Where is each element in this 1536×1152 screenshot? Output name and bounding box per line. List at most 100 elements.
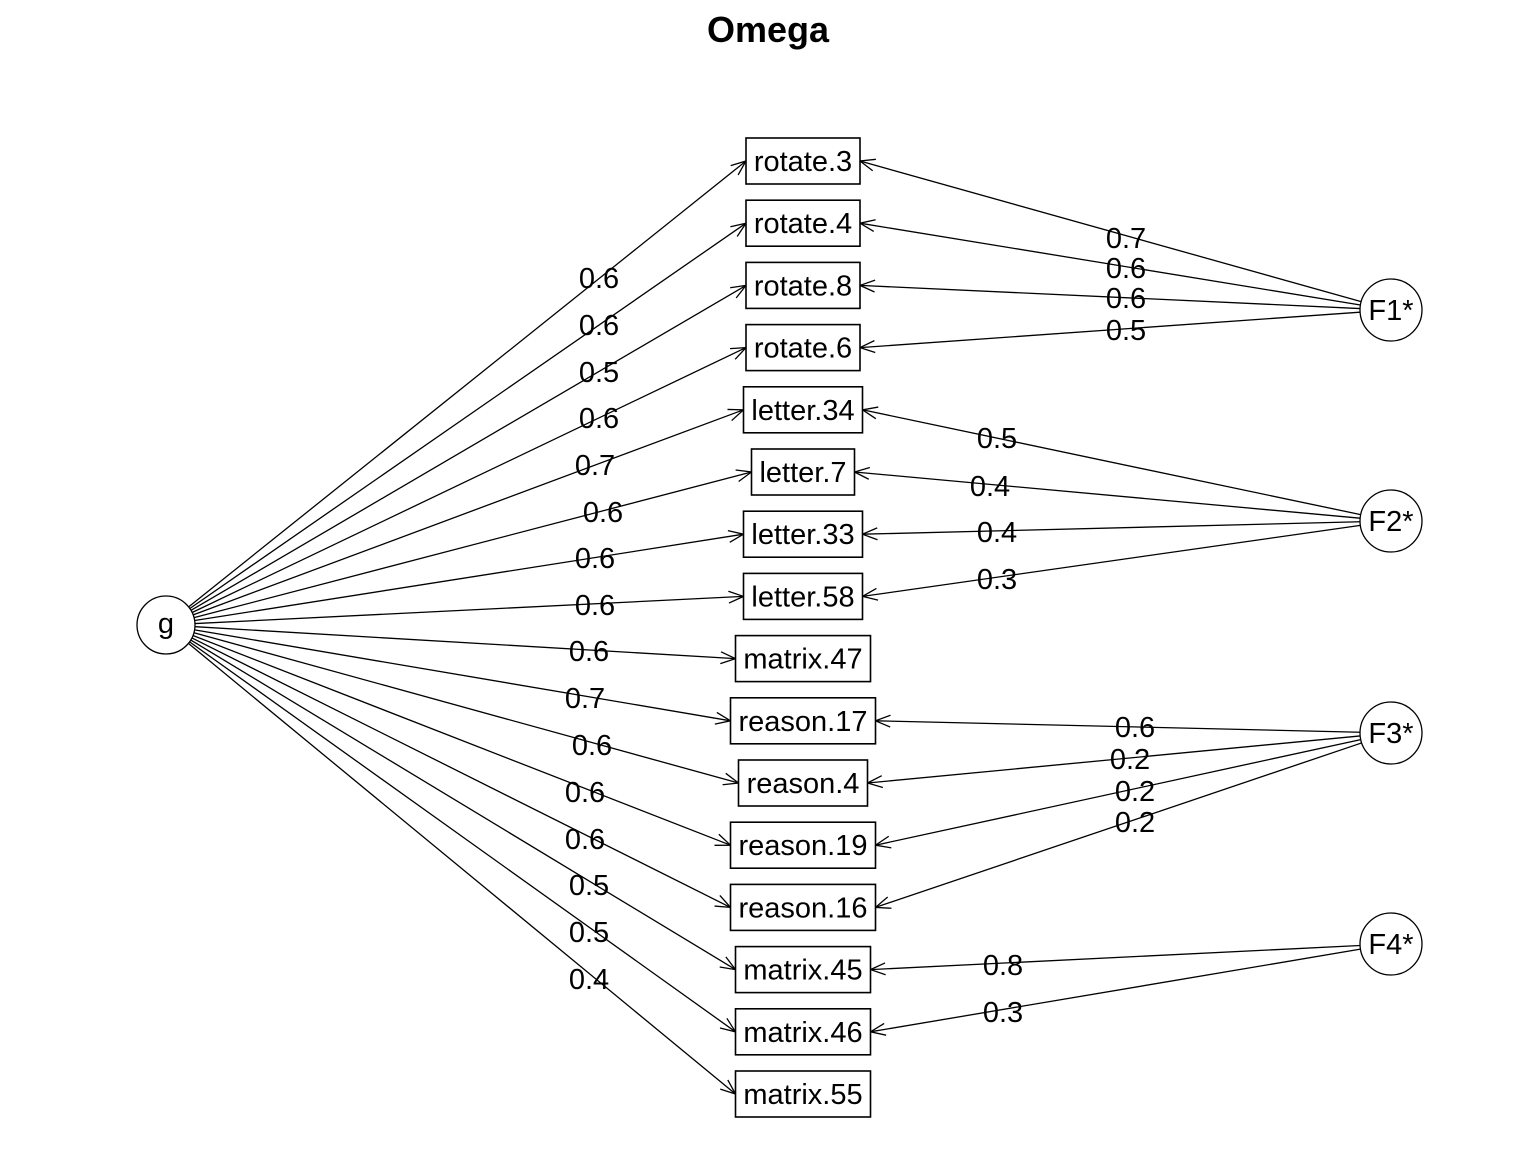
item-label: rotate.3	[754, 146, 852, 178]
item-node-matrix-46: matrix.46	[734, 1007, 872, 1056]
edge-f3-reason-19	[875, 738, 1361, 846]
factor-label: F1*	[1368, 295, 1413, 327]
item-label: reason.17	[739, 706, 868, 738]
factor-loading-label: 0.2	[1115, 807, 1155, 839]
edge-g-letter-33	[194, 533, 744, 622]
item-label: rotate.6	[754, 333, 852, 365]
item-box	[745, 199, 861, 247]
edge-f1-rotate-8	[859, 284, 1361, 310]
item-box	[734, 634, 872, 683]
item-box	[729, 696, 877, 745]
item-label: reason.16	[739, 892, 868, 924]
factor-node-f2: F2*	[1359, 489, 1423, 553]
g-loading-label: 0.6	[575, 543, 615, 575]
factor-loading-label: 0.6	[1106, 253, 1146, 285]
factor-loading-label: 0.2	[1110, 744, 1150, 776]
factor-circle	[1359, 701, 1423, 765]
item-label: rotate.8	[754, 270, 852, 302]
g-loading-label: 0.5	[579, 357, 619, 389]
edge-g-rotate-4	[189, 222, 747, 610]
item-node-letter-58: letter.58	[742, 572, 864, 621]
factor-loading-label: 0.4	[977, 517, 1017, 549]
general-factor-label: g	[158, 608, 174, 640]
item-box	[734, 1007, 872, 1056]
general-factor-circle	[136, 595, 196, 655]
item-label: reason.4	[747, 768, 860, 800]
edge-f3-reason-17	[875, 720, 1361, 733]
factor-label: F2*	[1368, 506, 1413, 538]
edge-f4-matrix-46	[870, 948, 1361, 1033]
edge-g-letter-58	[194, 595, 744, 625]
g-loading-label: 0.6	[579, 310, 619, 342]
item-box	[742, 572, 864, 621]
item-node-reason-4: reason.4	[737, 759, 869, 807]
factor-node-f3: F3*	[1359, 701, 1423, 765]
edge-g-rotate-3	[188, 160, 747, 608]
factor-loading-label: 0.3	[983, 997, 1023, 1029]
g-loading-label: 0.6	[575, 590, 615, 622]
general-factor-node: g	[136, 595, 196, 655]
item-label: matrix.47	[743, 644, 862, 676]
item-node-rotate-4: rotate.4	[745, 199, 861, 247]
factor-loading-label: 0.6	[1115, 712, 1155, 744]
item-label: matrix.46	[743, 1017, 862, 1049]
edge-f2-letter-34	[862, 409, 1361, 516]
factor-loading-label: 0.5	[977, 423, 1017, 455]
factor-loading-label: 0.2	[1115, 776, 1155, 808]
item-node-rotate-8: rotate.8	[745, 261, 861, 310]
item-node-reason-17: reason.17	[729, 696, 877, 745]
edge-f2-letter-7	[854, 471, 1361, 519]
factor-loading-label: 0.6	[1106, 283, 1146, 315]
factor-loading-label: 0.7	[1106, 223, 1146, 255]
g-loading-label: 0.6	[579, 403, 619, 435]
item-node-letter-34: letter.34	[742, 385, 864, 434]
factor-circle	[1359, 489, 1423, 553]
g-loading-label: 0.6	[565, 777, 605, 809]
item-label: reason.19	[739, 830, 868, 862]
edge-f2-letter-33	[862, 521, 1361, 535]
item-node-letter-33: letter.33	[742, 510, 864, 559]
edge-g-reason-19	[192, 634, 731, 846]
item-node-reason-19: reason.19	[729, 821, 877, 870]
g-loading-label: 0.6	[572, 730, 612, 762]
item-label: matrix.45	[743, 955, 862, 987]
factor-label: F3*	[1368, 718, 1413, 750]
factor-circle	[1359, 912, 1423, 976]
factor-loading-label: 0.5	[1106, 315, 1146, 347]
g-loading-label: 0.6	[583, 497, 623, 529]
arrowhead-g-reason-16	[714, 895, 733, 909]
item-node-matrix-55: matrix.55	[734, 1070, 872, 1118]
g-loading-label: 0.5	[569, 917, 609, 949]
item-box	[734, 945, 872, 994]
edge-g-rotate-8	[190, 284, 747, 611]
edge-g-matrix-47	[194, 626, 736, 660]
edge-g-matrix-45	[190, 639, 736, 971]
factor-label: F4*	[1368, 929, 1413, 961]
diagram-title: Omega	[707, 9, 830, 50]
item-box	[745, 261, 861, 310]
factor-node-f1: F1*	[1359, 278, 1423, 342]
factor-loading-label: 0.4	[970, 471, 1010, 503]
edge-f1-rotate-3	[859, 160, 1362, 303]
item-label: letter.33	[751, 519, 854, 551]
factor-circle	[1359, 278, 1423, 342]
edge-labels-layer: 0.60.70.60.60.50.60.60.50.70.50.60.40.60…	[565, 223, 1155, 1029]
item-box	[745, 323, 861, 372]
item-box	[729, 883, 877, 932]
g-loading-label: 0.6	[565, 824, 605, 856]
item-label: rotate.4	[754, 208, 852, 240]
item-node-letter-7: letter.7	[750, 448, 856, 496]
edge-g-matrix-46	[189, 641, 736, 1033]
item-node-rotate-3: rotate.3	[745, 137, 861, 185]
edge-f1-rotate-6	[859, 311, 1361, 349]
edge-g-reason-17	[194, 629, 731, 722]
factor-loading-label: 0.8	[983, 950, 1023, 982]
edge-g-reason-16	[191, 637, 731, 908]
edges-layer	[187, 158, 1362, 1096]
edge-g-letter-7	[193, 471, 752, 619]
g-loading-label: 0.7	[575, 450, 615, 482]
g-loading-label: 0.7	[565, 683, 605, 715]
item-node-matrix-47: matrix.47	[734, 634, 872, 683]
edge-f1-rotate-4	[859, 222, 1361, 306]
